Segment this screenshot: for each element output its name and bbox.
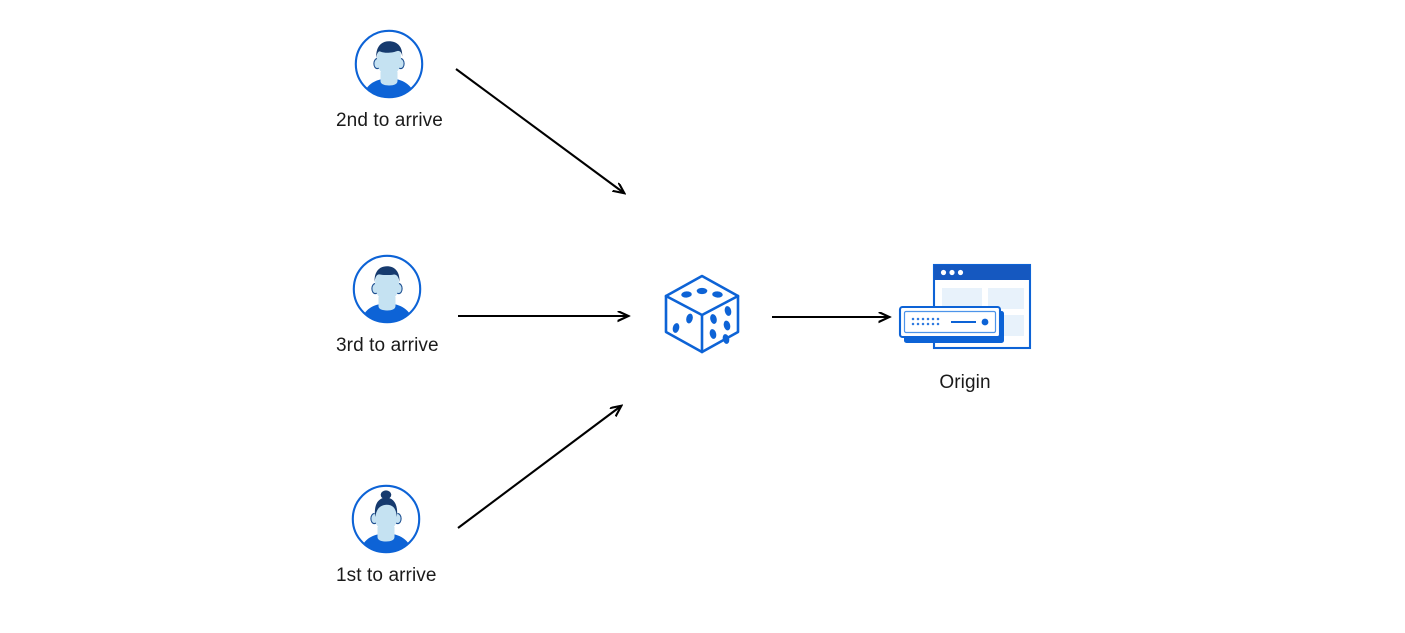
node-load-balancer[interactable] xyxy=(658,270,746,356)
node-client-1st[interactable]: 1st to arrive xyxy=(336,483,437,587)
user-avatar-icon xyxy=(350,483,422,555)
node-label: Origin xyxy=(939,372,991,393)
user-avatar-icon xyxy=(351,253,423,325)
server-browser-icon xyxy=(896,258,1034,358)
arrow-1st-to-dice xyxy=(457,406,621,529)
dice-icon xyxy=(658,270,746,356)
server-appliance-icon xyxy=(898,305,1002,339)
node-client-3rd[interactable]: 3rd to arrive xyxy=(336,253,439,357)
node-label: 1st to arrive xyxy=(336,565,437,586)
node-client-2nd[interactable]: 2nd to arrive xyxy=(336,28,443,132)
arrow-2nd-to-dice xyxy=(455,68,624,193)
node-label: 3rd to arrive xyxy=(336,335,439,356)
node-label: 2nd to arrive xyxy=(336,110,443,131)
node-origin-server[interactable]: Origin xyxy=(896,258,1034,394)
user-avatar-icon xyxy=(353,28,425,100)
